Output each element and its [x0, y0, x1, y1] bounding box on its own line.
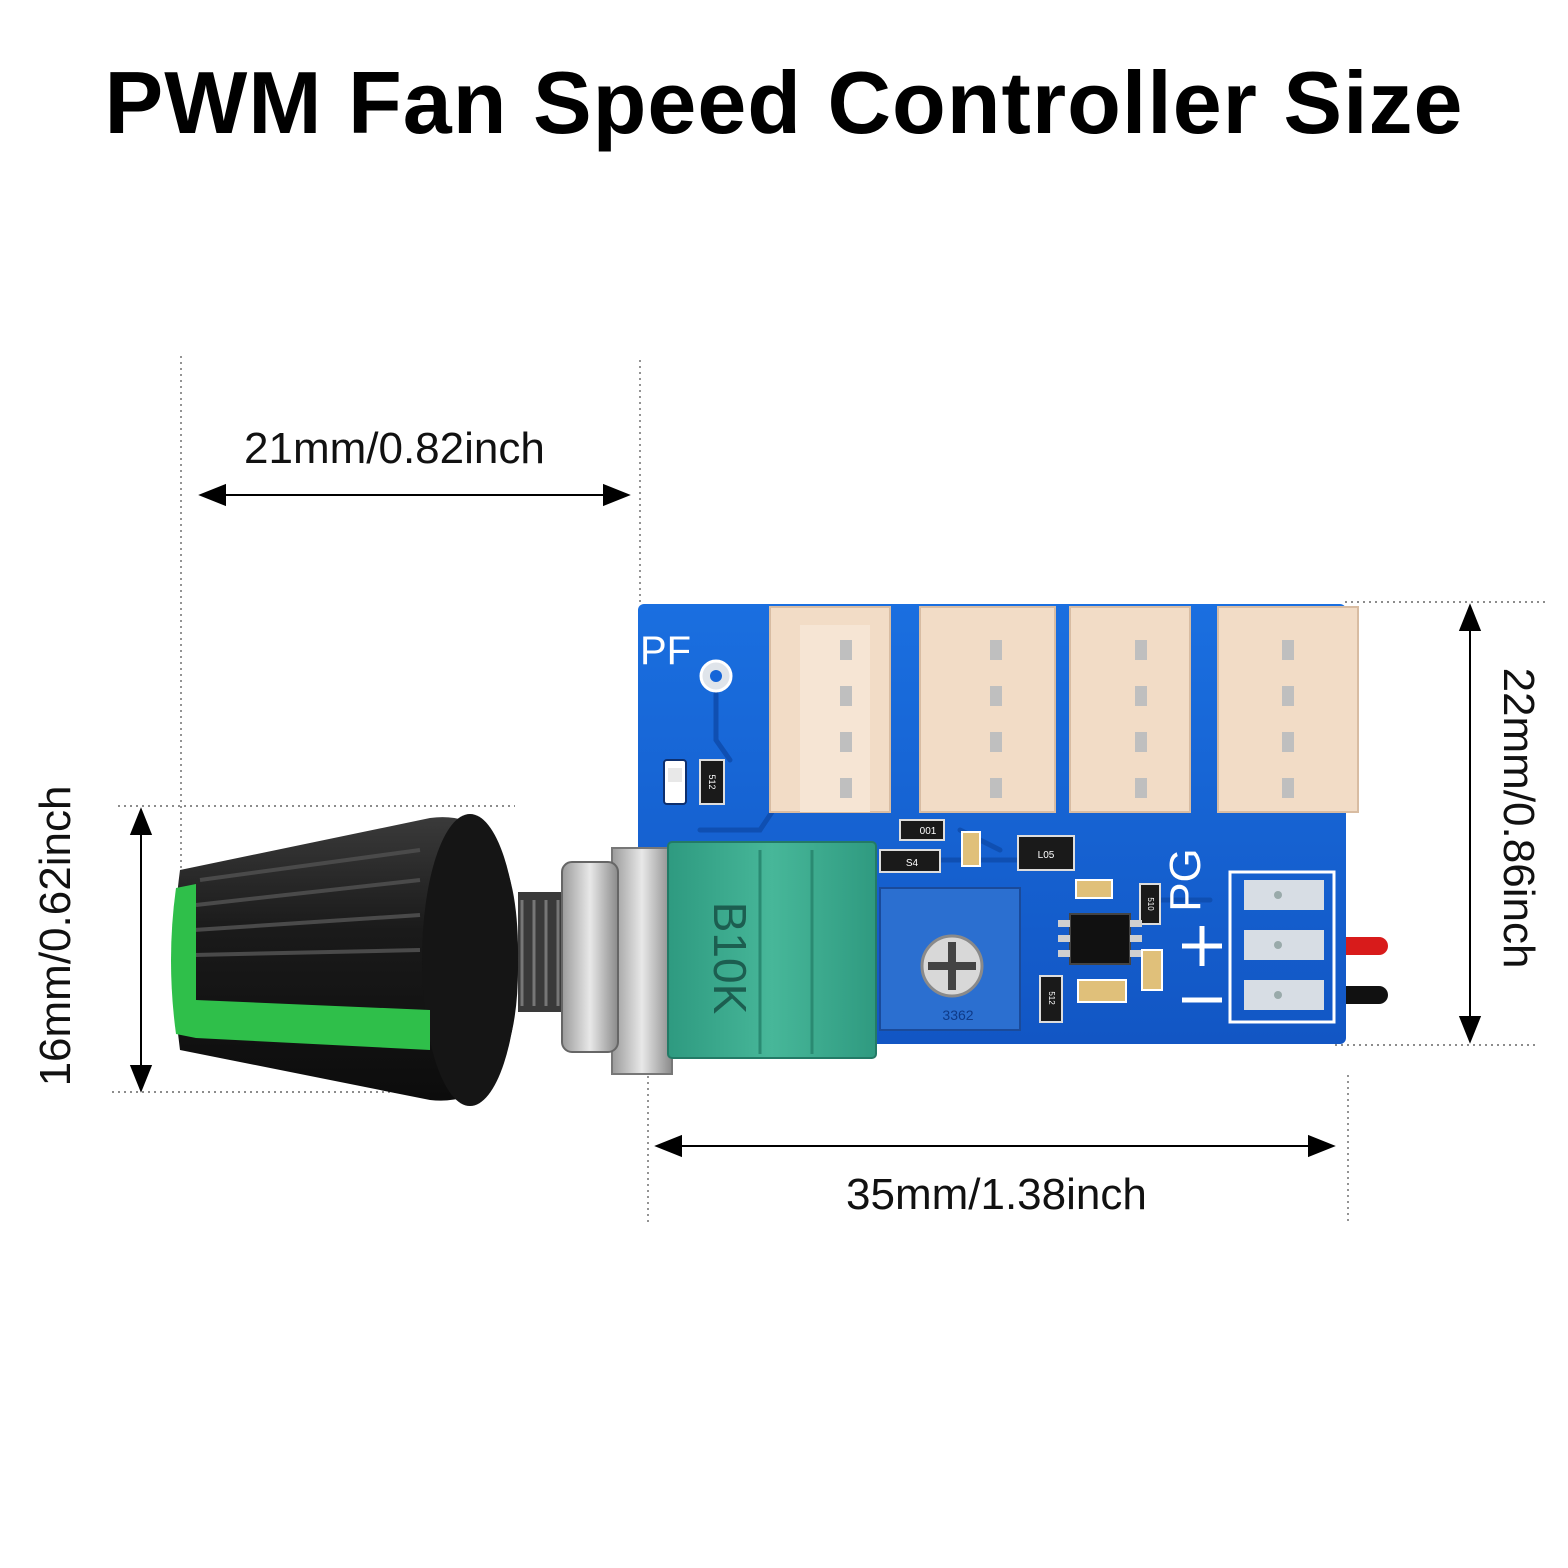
d2-marking: S4 — [906, 858, 919, 869]
dimension-label-right: 22mm/0.86inch — [1494, 667, 1543, 969]
page-title: PWM Fan Speed Controller Size — [104, 53, 1464, 152]
pg-marking: PG — [1161, 848, 1210, 912]
capacitor-c3 — [1141, 949, 1163, 991]
diode-d1: 001 — [899, 819, 945, 841]
potentiometer-shaft — [518, 861, 619, 1053]
dimension-label-bottom: 35mm/1.38inch — [846, 1170, 1147, 1219]
diode-d2: S4 — [879, 849, 941, 873]
guide-lines — [112, 356, 1548, 1225]
polarity-symbols — [1182, 926, 1222, 1003]
capacitor-c1 — [961, 831, 981, 867]
fan-connector-4 — [1217, 606, 1359, 813]
r1-marking: 512 — [707, 774, 717, 789]
fan-connector-1 — [769, 606, 891, 813]
pcb-board: PF 512 — [638, 604, 1359, 1044]
led-component — [663, 759, 687, 805]
pf-marking: PF — [640, 629, 691, 673]
knob — [171, 814, 519, 1106]
q1-marking: L05 — [1038, 850, 1055, 861]
r2-marking: 512 — [1047, 991, 1056, 1005]
capacitor-c2 — [1075, 879, 1113, 899]
resistor-r1: 512 — [699, 759, 725, 805]
dimension-arrows — [129, 483, 1482, 1158]
power-terminal — [1228, 870, 1336, 1024]
pot-marking: B10K — [704, 902, 756, 1015]
d1-marking: 001 — [920, 826, 937, 837]
trimmer-potentiometer: 3362 — [879, 887, 1021, 1031]
transistor-q1: L05 — [1017, 835, 1075, 871]
fan-connector-3 — [1069, 606, 1191, 813]
fan-connector-2 — [919, 606, 1056, 813]
dimension-label-left: 16mm/0.62inch — [31, 785, 80, 1087]
resistor-r3: 510 — [1139, 883, 1161, 925]
trimmer-marking: 3362 — [942, 1007, 973, 1023]
r3-marking: 510 — [1146, 897, 1155, 911]
potentiometer-b10k: B10K — [611, 841, 877, 1075]
capacitor-c4 — [1077, 979, 1127, 1003]
dimension-label-top: 21mm/0.82inch — [244, 424, 545, 473]
fan-connectors — [769, 606, 1359, 813]
ic-chip — [1058, 913, 1142, 965]
resistor-r2: 512 — [1039, 975, 1063, 1023]
